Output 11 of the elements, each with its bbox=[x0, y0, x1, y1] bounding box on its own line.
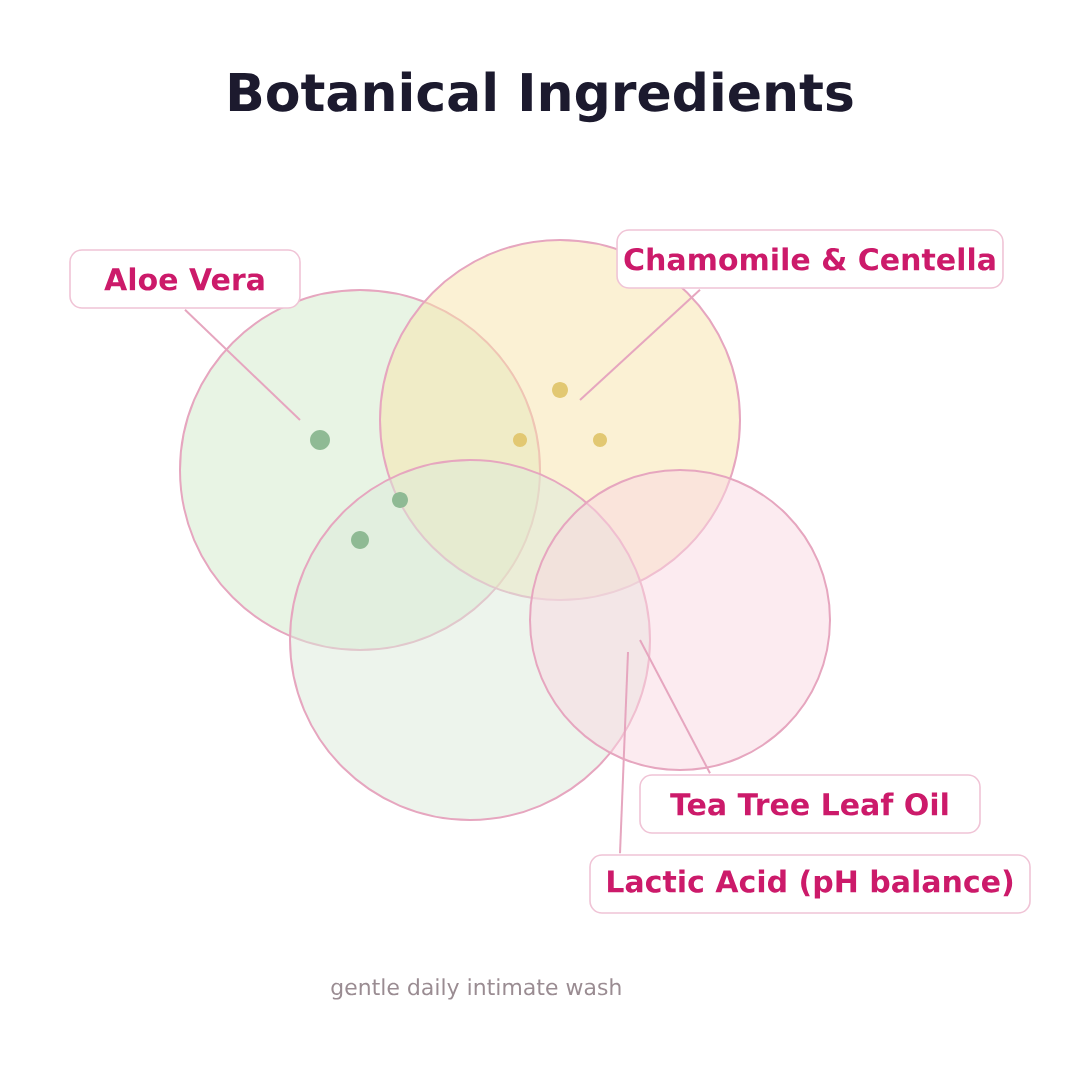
label-box: Aloe Vera bbox=[69, 249, 301, 309]
title: Botanical Ingredients bbox=[229, 71, 853, 123]
label-box: Tea Tree Leaf Oil bbox=[639, 774, 981, 834]
tagline: gentle daily intimate wash bbox=[331, 978, 621, 1000]
label-box: Chamomile & Centella bbox=[616, 229, 1004, 289]
leader-line bbox=[184, 308, 301, 421]
leader-line bbox=[579, 288, 701, 401]
label-box: Lactic Acid (pH balance) bbox=[589, 854, 1031, 914]
leader-line bbox=[639, 639, 711, 775]
leader-line bbox=[619, 651, 629, 855]
circle bbox=[529, 469, 831, 771]
